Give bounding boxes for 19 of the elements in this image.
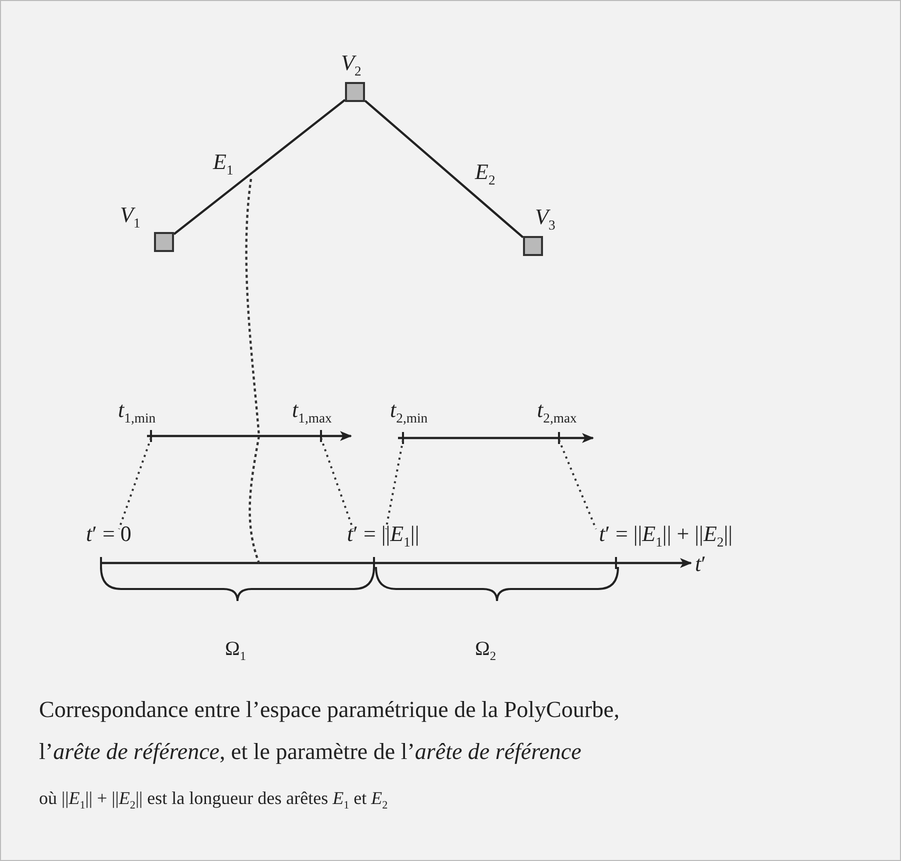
edge-label: E$_{1}$ (213, 151, 234, 178)
math-label: t′ = ||E$_{1}$|| (347, 523, 420, 550)
vertex-label: V$_{2}$ (341, 52, 362, 78)
math-label: t′ (695, 553, 706, 575)
vertex-label: V$_{1}$ (120, 204, 140, 230)
math-label: t$_{1,max}$ (292, 399, 332, 426)
vertex-label: V$_{3}$ (535, 206, 556, 232)
math-label: t′ = 0 (86, 523, 132, 545)
math-label: Ω$_{1}$ (225, 639, 246, 662)
caption-text: Correspondance entre l’espace paramétrique de la PolyCourbe, l’arête de référence, et le paramètre de l’arête de référence (39, 696, 621, 766)
math-label: t$_{2,max}$ (537, 399, 577, 426)
math-label: t$_{2,min}$ (390, 399, 428, 426)
edge-label: E$_{2}$ (475, 161, 496, 188)
math-label: t$_{1,min}$ (118, 399, 156, 426)
connector-line (364, 100, 524, 238)
math-label: Ω$_{2}$ (475, 639, 496, 662)
math-label: t′ = ||E$_{1}$|| + ||E$_{2}$|| (599, 523, 733, 550)
connector-line (173, 98, 346, 236)
note-text: où ||E$_{1}$|| + ||E$_{2}$|| est la longueur des arêtes E$_{1}$ et E$_{2}$ (39, 789, 388, 812)
